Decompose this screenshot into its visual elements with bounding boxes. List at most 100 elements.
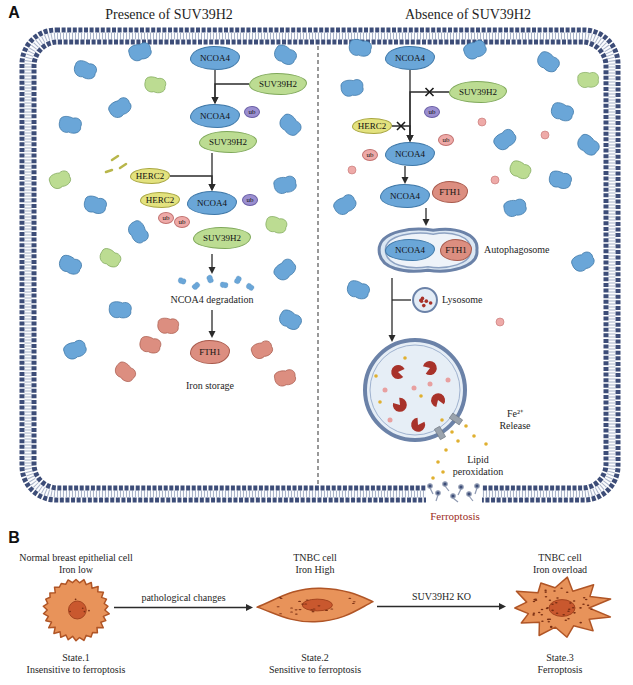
autolysosome (383, 378, 451, 423)
flow-arrow (211, 310, 212, 331)
edge-label: SUV39H2 KO (412, 591, 471, 603)
iron-ions (464, 424, 468, 428)
cell-state-part (573, 600, 576, 602)
cell-state-shape (42, 578, 110, 642)
ncoa4-protein (72, 59, 98, 82)
cell-state-part (290, 611, 293, 612)
shape-label: State.3 (546, 652, 574, 664)
protein-label: ub (367, 152, 374, 159)
lysosome-part (425, 299, 429, 303)
suv39h2-protein (48, 72, 599, 269)
protein-ncoa4: NCOA4 (190, 104, 240, 128)
cell-state: TNBC cellIron overloadState.3Ferroptosis (510, 578, 610, 638)
cell-membrane (34, 42, 606, 488)
cell-state-part (533, 601, 536, 603)
flow-arrow (392, 299, 411, 300)
herc2-fragments (120, 164, 126, 168)
membrane-rupture (475, 488, 477, 494)
cell-state-part (538, 612, 541, 614)
cell-state-part (567, 618, 570, 620)
protein-fth1: FTH1 (432, 181, 468, 203)
cell-state-part (304, 603, 307, 604)
protein-label: FTH1 (439, 188, 461, 197)
cell-state-part (535, 598, 538, 600)
lysosome-part (413, 288, 437, 312)
panel-title: Absence of SUV39H2 (318, 6, 618, 23)
autolysosome (370, 345, 460, 435)
protein-label: ub (443, 137, 450, 144)
protein-label: SUV39H2 (209, 138, 247, 147)
membrane-rupture (428, 484, 432, 488)
panel-region: Presence of SUV39H2NCOA4SUV39H2NCOA4ubSU… (20, 6, 318, 500)
cell-state-part (313, 608, 316, 609)
cell-state-part (69, 611, 71, 613)
cell-state-part (567, 610, 570, 612)
cell-state-part (312, 611, 315, 612)
protein-suv39h2: SUV39H2 (249, 73, 307, 95)
shape-label: Autophagosome (484, 244, 550, 256)
cell-state-part (573, 612, 576, 614)
protein-ncoa4: NCOA4 (190, 46, 240, 70)
protein-suv39h2: SUV39H2 (199, 131, 257, 153)
cell-state-part (330, 608, 333, 609)
protein-label: ub (179, 219, 186, 226)
ubiquitin (348, 166, 356, 174)
arrow-head (246, 604, 253, 611)
protein-label: NCOA4 (395, 246, 425, 255)
ubiquitin-tag: ub (244, 106, 260, 118)
shape-label: TNBC cell (293, 552, 337, 564)
cell-state-part (277, 606, 280, 607)
protein-herc2: HERC2 (140, 192, 180, 208)
protein-fth1: FTH1 (190, 340, 230, 364)
flow-arrow (391, 278, 392, 335)
autolysosome (390, 359, 446, 434)
iron-ions (441, 470, 445, 474)
autolysosome (440, 418, 444, 422)
protein-label: ub (249, 109, 256, 116)
cell-state-part (541, 614, 544, 616)
ubiquitin (496, 318, 504, 326)
annotation-label: NCOA4 degradation (170, 294, 253, 306)
cell-state-shape (257, 584, 373, 626)
cell-state-part (546, 608, 549, 610)
autolysosome (403, 356, 407, 360)
membrane-rupture (469, 496, 473, 501)
cell-state-shape (510, 578, 610, 638)
cell-state-part (298, 601, 301, 602)
membrane-rupture (451, 494, 455, 498)
iron-ions (456, 439, 460, 443)
ferritin (138, 335, 162, 355)
cell-state-part (295, 609, 298, 610)
connector (402, 166, 409, 184)
connector (392, 122, 414, 142)
connector (114, 604, 253, 611)
cell-state-part (299, 609, 302, 610)
degraded-ncoa4 (245, 282, 255, 291)
degraded-ncoa4 (220, 282, 229, 289)
autolysosome (419, 394, 423, 398)
cell-state-part (75, 599, 77, 601)
ncoa4-protein (348, 38, 372, 58)
shape-label: Iron low (59, 564, 93, 576)
panel-region: Absence of SUV39H2NCOA4SUV39H2ubHERC2NCO… (318, 6, 618, 500)
autolysosome (412, 386, 417, 391)
protein-label: NCOA4 (395, 54, 425, 63)
shape-label: Lysosome (442, 294, 483, 306)
annotation-label: B (8, 532, 20, 544)
protein-label: SUV39H2 (259, 80, 297, 89)
ncoa4-protein (534, 49, 561, 75)
cell-state-part (549, 599, 552, 601)
cell-state-part (569, 602, 572, 604)
autolysosome (378, 400, 382, 404)
iron-ions (444, 448, 448, 452)
cell-state-part (568, 608, 571, 610)
protein-label: SUV39H2 (203, 234, 241, 243)
arrow-head (402, 177, 409, 184)
shape-label: Normal breast epithelial cell (19, 552, 133, 564)
autolysosome (434, 426, 445, 439)
connector-line (215, 84, 249, 98)
cell-state-part (302, 599, 332, 611)
autolysosome (383, 388, 388, 393)
protein-ncoa4: NCOA4 (385, 239, 435, 261)
iron-ions (436, 460, 440, 464)
